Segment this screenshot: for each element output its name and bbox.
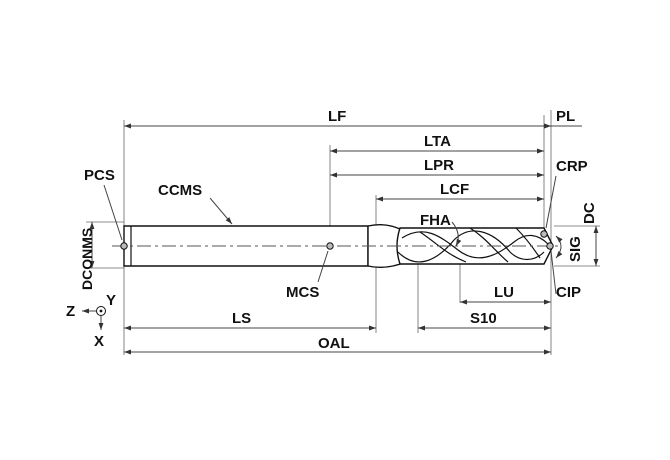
label-oal: OAL: [318, 335, 350, 352]
label-dc: DC: [581, 202, 598, 224]
label-lcf: LCF: [440, 181, 469, 198]
leader-lines: [103, 175, 563, 295]
label-axis-y: Y: [106, 292, 116, 309]
cip-point: [546, 242, 554, 250]
label-axis-z: Z: [66, 303, 75, 320]
label-lta: LTA: [424, 133, 451, 150]
label-axis-x: X: [94, 333, 104, 350]
label-sig: SIG: [567, 236, 584, 262]
dimension-lines: [89, 123, 599, 355]
coordinate-system-icon: [82, 306, 106, 330]
pcs-point: [120, 242, 128, 250]
crp-point: [540, 230, 548, 238]
labels: LF PL LTA LPR LCF PCS CCMS CRP FHA DCONM…: [66, 108, 598, 352]
label-ccms: CCMS: [158, 182, 202, 199]
label-mcs: MCS: [286, 284, 319, 301]
label-crp: CRP: [556, 158, 588, 175]
label-lpr: LPR: [424, 157, 454, 174]
label-s10: S10: [470, 310, 497, 327]
label-fha: FHA: [420, 212, 451, 229]
label-lf: LF: [328, 108, 346, 125]
label-pl: PL: [556, 108, 575, 125]
label-cip: CIP: [556, 284, 581, 301]
label-lu: LU: [494, 284, 514, 301]
mcs-point: [326, 242, 334, 250]
label-pcs: PCS: [84, 167, 115, 184]
label-dconms: DCONMS: [79, 228, 95, 290]
label-ls: LS: [232, 310, 251, 327]
